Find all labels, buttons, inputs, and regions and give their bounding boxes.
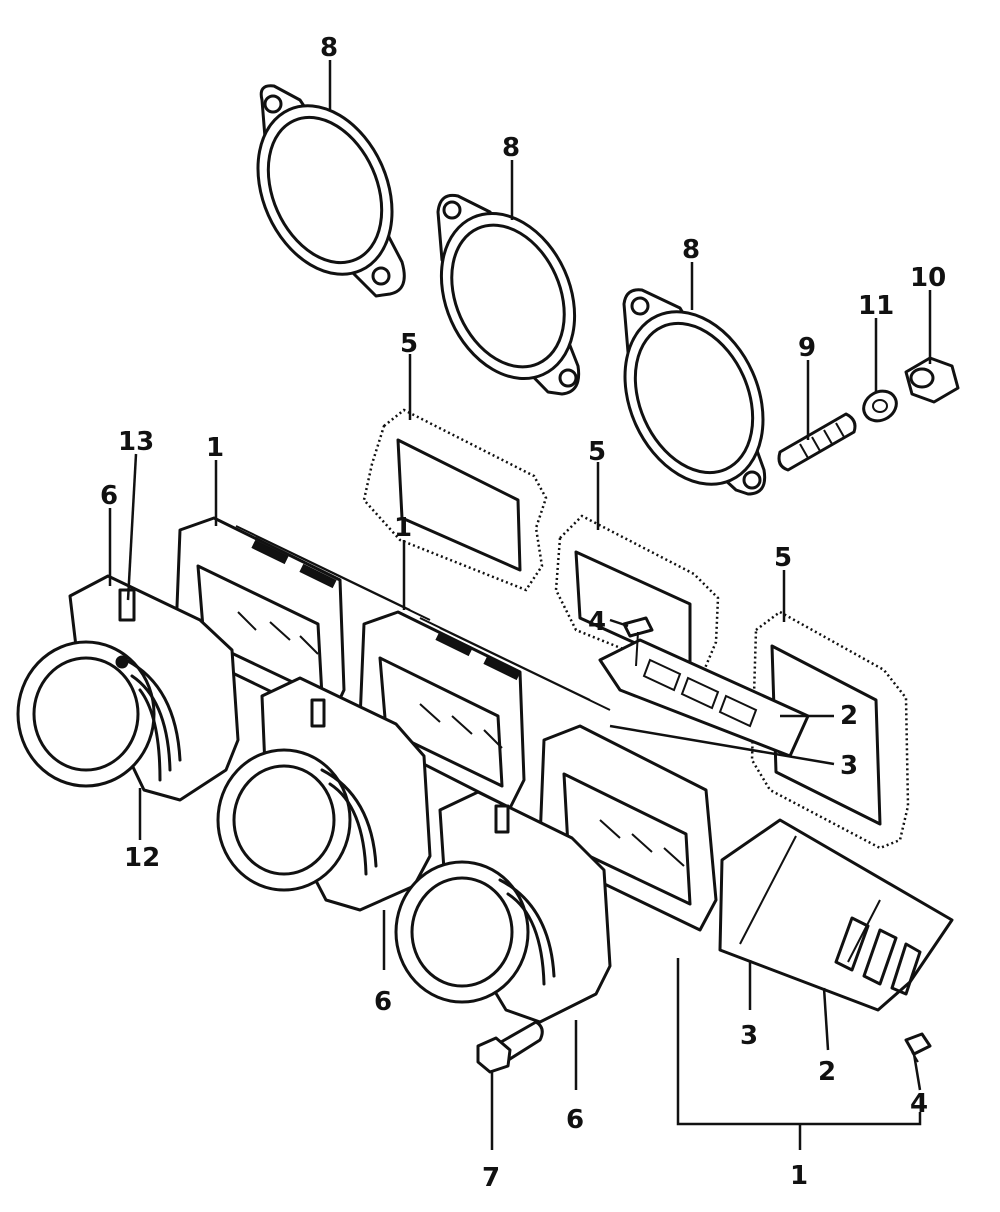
flange-gasket-1 (256, 84, 406, 298)
callout-6-adapter-1: 6 (100, 481, 118, 511)
callout-7-bolt: 7 (482, 1163, 500, 1193)
carb-adapter-3 (394, 790, 612, 1024)
reed-gasket-1 (362, 408, 548, 592)
callout-5-gasket-1: 5 (400, 329, 418, 359)
callout-4-screw-lower: 4 (910, 1089, 928, 1119)
callout-8-gasket-2: 8 (502, 133, 520, 163)
callout-5-gasket-3: 5 (774, 543, 792, 573)
mounting-bolt (476, 1020, 544, 1074)
callout-10-nut: 10 (910, 263, 946, 293)
callout-labels: 8 8 8 5 5 5 9 11 10 13 1 1 6 4 2 3 12 6 … (100, 33, 946, 1193)
flange-gasket-2 (436, 193, 581, 396)
leader-lines (108, 60, 932, 1150)
carb-adapter-2 (216, 676, 432, 912)
reed-petal-plate-upper (598, 638, 810, 758)
callout-1-block-1: 1 (206, 433, 224, 463)
callout-3-upper: 3 (840, 751, 858, 781)
callout-1-block-2: 1 (394, 513, 412, 543)
callout-3-lower: 3 (740, 1021, 758, 1051)
callout-13: 13 (118, 427, 154, 457)
callout-6-adapter-3: 6 (566, 1105, 584, 1135)
callout-5-gasket-2: 5 (588, 437, 606, 467)
hex-nut (904, 356, 960, 404)
flange-gasket-3 (622, 288, 767, 496)
callout-8-gasket-3: 8 (682, 235, 700, 265)
callout-1-assembly: 1 (790, 1161, 808, 1191)
callout-9-stud: 9 (798, 333, 816, 363)
lock-washer (862, 389, 898, 423)
callout-2-upper: 2 (840, 701, 858, 731)
callout-12-boot: 12 (124, 843, 160, 873)
callout-8-gasket-1: 8 (320, 33, 338, 63)
callout-4-screw-upper: 4 (588, 607, 606, 637)
callout-2-lower: 2 (818, 1057, 836, 1087)
screw-upper (622, 616, 654, 667)
reed-stopper-plate-lower (718, 818, 954, 1012)
reed-block-2 (358, 610, 611, 810)
carb-adapter-1 (16, 574, 240, 802)
screw-lower (904, 1032, 932, 1063)
callout-11-washer: 11 (858, 291, 894, 321)
stud-bolt (777, 412, 857, 472)
callout-6-adapter-2: 6 (374, 987, 392, 1017)
